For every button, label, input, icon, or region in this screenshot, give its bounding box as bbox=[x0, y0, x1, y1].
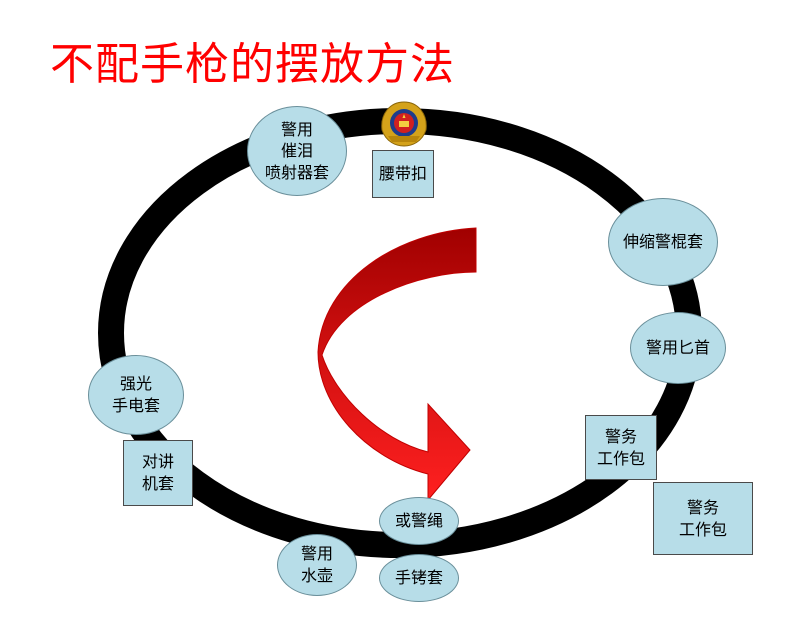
water-bottle-holder: 警用 水壶 bbox=[277, 534, 357, 596]
pepper-spray-holster: 警用 催泪 喷射器套 bbox=[247, 106, 347, 196]
police-badge-icon bbox=[381, 101, 427, 147]
flashlight-holster: 强光 手电套 bbox=[88, 355, 184, 435]
rope-holder: 或警绳 bbox=[379, 497, 459, 545]
baton-holster: 伸缩警棍套 bbox=[608, 198, 718, 286]
work-bag-a: 警务 工作包 bbox=[585, 415, 657, 480]
work-bag-b: 警务 工作包 bbox=[653, 482, 753, 555]
rotation-arrow bbox=[317, 227, 477, 502]
dagger-holster: 警用匕首 bbox=[630, 312, 726, 384]
page-title: 不配手枪的摆放方法 bbox=[50, 39, 455, 90]
handcuff-case: 手铐套 bbox=[379, 554, 459, 602]
radio-holster: 对讲 机套 bbox=[123, 440, 193, 506]
belt-buckle: 腰带扣 bbox=[372, 150, 434, 198]
